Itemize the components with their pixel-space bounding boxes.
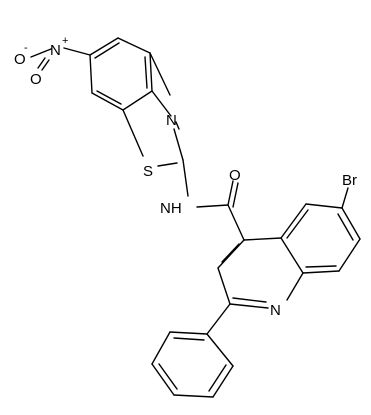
label-thiazole-s: S (143, 163, 153, 180)
bond-q-c4-c3 (217, 239, 245, 269)
bond-tz-c-n-side (151, 90, 172, 117)
bond-q-c2-n (229, 303, 269, 309)
bond-tz-n-c2-inner (175, 121, 180, 130)
bond-co-quin (227, 204, 245, 241)
bond-bz-2 (117, 37, 151, 54)
bond-q-c6-br (341, 187, 349, 209)
bond-tz-c-n (149, 52, 171, 96)
label-nitro-o: O (30, 71, 42, 88)
bond-ph-2 (151, 331, 171, 365)
bond-ph-4 (173, 394, 214, 398)
bond-q-c3-c2 (217, 267, 231, 305)
bond-ph-1 (169, 331, 208, 335)
bond-q-n-c8a (286, 272, 304, 301)
bond-q-c4-c3-inner (221, 243, 240, 263)
label-thiazole-n: N (166, 112, 177, 129)
bond-nitro-n-ring (63, 47, 91, 56)
bond-bz-1-inner (94, 42, 120, 59)
bond-q-c8-c8a (302, 270, 340, 274)
bond-bz-3 (149, 52, 153, 92)
bond-q-c6-c7 (341, 207, 361, 240)
bond-bz-4 (122, 90, 153, 111)
label-bromine: Br (342, 172, 357, 189)
bond-bz-5-inner (96, 90, 122, 105)
bond-q-c4a-c4 (243, 237, 282, 241)
bond-q-c4a-c5-inner (286, 209, 309, 239)
bond-ph-5-inner (208, 364, 227, 392)
bond-tz-n-c2 (173, 128, 184, 161)
bond-bz-1 (89, 37, 119, 56)
bond-q-c8-c8a-inner (305, 265, 337, 268)
bond-nitro-n-o-a (37, 57, 46, 69)
bond-ph-3-inner (158, 363, 178, 390)
bond-q-c8a-c4a (280, 237, 304, 274)
bond-c2-nh (182, 159, 189, 197)
label-quinoline-n: N (270, 302, 281, 319)
bond-ph-6 (206, 333, 234, 367)
label-nitro-minus-sign: - (24, 42, 28, 54)
label-carbonyl-o: O (229, 167, 241, 184)
bond-co-o-b (232, 182, 239, 208)
bond-ph-3 (151, 363, 175, 396)
bond-ph-5 (212, 365, 234, 398)
bond-q-c2-n-inner (232, 297, 267, 303)
bond-q-c2-ph (206, 303, 231, 335)
bond-bz-6 (89, 54, 93, 94)
label-nitro-n: N (50, 42, 61, 59)
bond-nh-co (196, 204, 229, 208)
bond-bz-3-inner (144, 56, 148, 89)
bond-q-c6-c7-inner (337, 213, 354, 241)
bond-nitro-o-n (30, 48, 52, 58)
bond-nitro-n-o-b (41, 59, 50, 71)
bond-tz-s-c (122, 109, 144, 157)
bond-co-o-a (227, 180, 234, 206)
bond-q-c7-c8 (338, 238, 361, 272)
bond-q-c4a-c5 (280, 203, 307, 239)
bond-q-c5-c6 (305, 203, 343, 209)
bond-bz-5 (91, 92, 124, 111)
bond-ph-1-inner (173, 337, 205, 341)
label-amide-nh: NH (160, 200, 182, 217)
atom-labels: O - N + O N S NH O Br N (14, 35, 357, 319)
bond-lines (30, 37, 361, 398)
label-nitro-plus-sign: + (62, 35, 68, 47)
label-nitro-o-minus: O (14, 51, 26, 68)
bond-tz-c2-s (157, 162, 178, 167)
